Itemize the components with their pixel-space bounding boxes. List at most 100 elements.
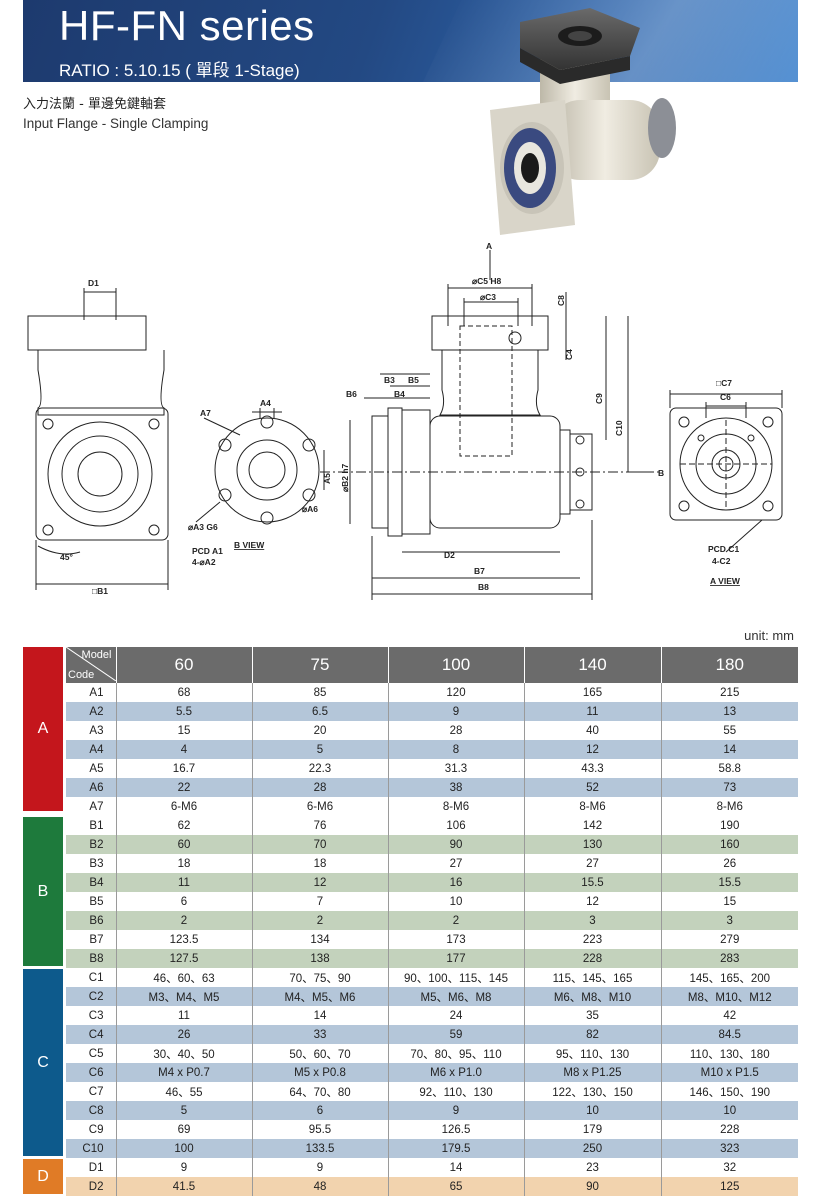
label-a5: A5 xyxy=(322,473,332,484)
row-code: B6 xyxy=(89,914,104,927)
table-cell: 133.5 xyxy=(251,1139,388,1158)
label-b-view: B VIEW xyxy=(234,540,265,550)
table-cell: 100 xyxy=(115,1139,252,1158)
table-cell: 120 xyxy=(387,683,524,702)
row-code: C6 xyxy=(88,1066,104,1079)
table-cell: 90 xyxy=(387,835,524,854)
label-arrow-b: B xyxy=(658,468,664,478)
table-cell: 123.5 xyxy=(115,930,252,949)
table-cell: 58.8 xyxy=(660,759,798,778)
table-cell: 26 xyxy=(115,1025,252,1044)
dimension-drawing: D1 □B1 45° A4 A7 A5 ⌀A3 G6 ⌀A6 PCD A1 4-… xyxy=(27,241,783,600)
table-cell: 31.3 xyxy=(387,759,524,778)
table-cell: M4、M5、M6 xyxy=(251,987,388,1006)
table-cell: 5.5 xyxy=(115,702,252,721)
label-c5: ⌀C5 H8 xyxy=(472,276,501,286)
table-cell: 26 xyxy=(660,854,798,873)
label-b3: B3 xyxy=(384,375,395,385)
table-cell: 70 xyxy=(251,835,388,854)
model-header: 100 xyxy=(387,647,524,683)
table-cell: 27 xyxy=(523,854,661,873)
table-cell: 127.5 xyxy=(115,949,252,968)
table-cell: 8 xyxy=(387,740,524,759)
row-code: C2 xyxy=(88,990,104,1003)
table-cell: 9 xyxy=(387,1101,524,1120)
table-cell: 7 xyxy=(251,892,388,911)
table-cell: 16.7 xyxy=(115,759,252,778)
row-code: B4 xyxy=(89,876,104,889)
table-cell: 138 xyxy=(251,949,388,968)
table-cell: 283 xyxy=(660,949,798,968)
row-code: C3 xyxy=(88,1009,104,1022)
table-cell: 2 xyxy=(115,911,252,930)
label-c8: C8 xyxy=(556,295,566,306)
table-cell: 22.3 xyxy=(251,759,388,778)
label-arrow-a: A xyxy=(486,241,492,251)
table-cell: 223 xyxy=(523,930,661,949)
row-code: B1 xyxy=(89,819,104,832)
row-code: C8 xyxy=(88,1104,104,1117)
row-code: D2 xyxy=(88,1180,104,1193)
table-cell: 15.5 xyxy=(523,873,661,892)
table-cell: 215 xyxy=(660,683,798,702)
row-code: C7 xyxy=(88,1085,104,1098)
row-code: B7 xyxy=(89,933,104,946)
row-code: C9 xyxy=(88,1123,104,1136)
label-pcd-a1: PCD A1 xyxy=(192,546,223,556)
table-cell: 179.5 xyxy=(387,1139,524,1158)
table-cell: M4 x P0.7 xyxy=(115,1063,252,1082)
table-cell: M6 x P1.0 xyxy=(387,1063,524,1082)
table-cell: 35 xyxy=(523,1006,661,1025)
table-cell: 173 xyxy=(387,930,524,949)
table-cell: 62 xyxy=(115,816,252,835)
table-cell: 32 xyxy=(660,1158,798,1177)
table-cell: 134 xyxy=(251,930,388,949)
label-b6: B6 xyxy=(346,389,357,399)
table-cell: 84.5 xyxy=(660,1025,798,1044)
table-cell: 6-M6 xyxy=(251,797,388,816)
row-code: A3 xyxy=(89,724,104,737)
table-cell: 11 xyxy=(115,873,252,892)
label-c10: C10 xyxy=(614,420,624,436)
table-cell: 52 xyxy=(523,778,661,797)
table-cell: 5 xyxy=(115,1101,252,1120)
label-pcd-c1: PCD C1 xyxy=(708,544,739,554)
row-code: C5 xyxy=(88,1047,104,1060)
label-b4: B4 xyxy=(394,389,405,399)
table-cell: 15.5 xyxy=(660,873,798,892)
table-cell: 2 xyxy=(387,911,524,930)
corner-cell: Model Code xyxy=(66,647,116,683)
table-cell: M8 x P1.25 xyxy=(523,1063,661,1082)
table-cell: 70、80、95、110 xyxy=(387,1044,524,1063)
table-cell: 22 xyxy=(115,778,252,797)
label-a7: A7 xyxy=(200,408,211,418)
gearbox-product-image xyxy=(490,8,676,235)
table-cell: 126.5 xyxy=(387,1120,524,1139)
table-cell: 11 xyxy=(523,702,661,721)
table-cell: 30、40、50 xyxy=(115,1044,252,1063)
table-cell: 59 xyxy=(387,1025,524,1044)
label-c4: C4 xyxy=(564,349,574,360)
table-cell: 42 xyxy=(660,1006,798,1025)
table-cell: 10 xyxy=(523,1101,661,1120)
table-cell: M10 x P1.5 xyxy=(660,1063,798,1082)
table-cell: 11 xyxy=(115,1006,252,1025)
table-cell: 9 xyxy=(251,1158,388,1177)
table-cell: 125 xyxy=(660,1177,798,1196)
table-cell: 6 xyxy=(115,892,252,911)
table-cell: 279 xyxy=(660,930,798,949)
table-cell: 46、55 xyxy=(115,1082,252,1101)
